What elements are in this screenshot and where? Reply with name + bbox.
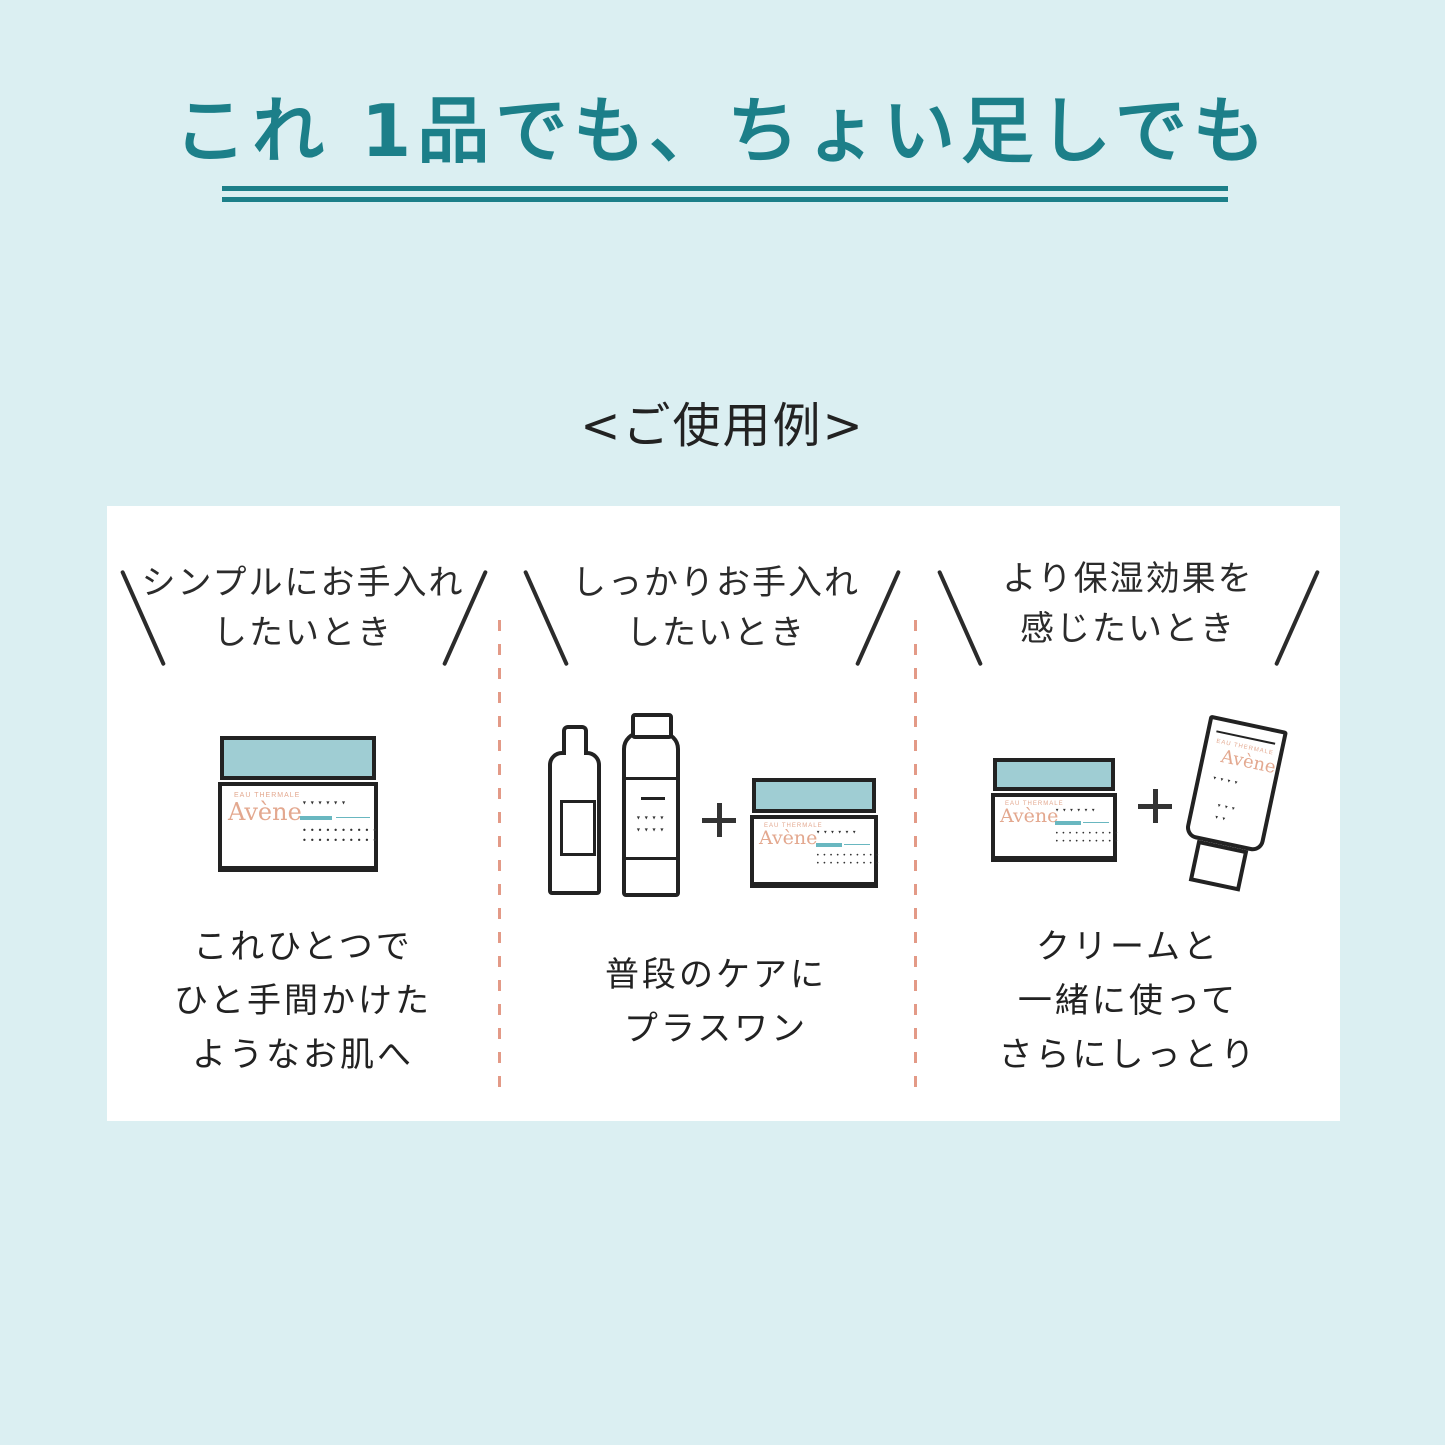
lotion-bottle-icon <box>548 725 601 895</box>
headline: これ 1品でも、ちょい足しでも <box>174 89 1271 173</box>
usage-example-thorough: しっかりお手入れ したいとき ▾▾▾▾ ▾▾▾▾ EAU T <box>500 506 901 1121</box>
brand-logo: Avène <box>1000 805 1059 828</box>
brand-logo: Avène <box>759 827 818 850</box>
usage-heading-line2: したいとき <box>213 613 393 653</box>
usage-example-moisture: より保湿効果を 感じたいとき EAU THERMALE Avène ▾▾▾▾▾▾… <box>916 506 1340 1121</box>
usage-examples-panel: シンプルにお手入れ したいとき EAU THERMALE Avène ▾▾▾▾▾… <box>107 506 1340 1121</box>
usage-heading-line1: しっかりお手入れ <box>572 563 860 603</box>
headline-underline-bottom <box>222 197 1228 202</box>
usage-heading: しっかりお手入れ したいとき <box>520 558 912 658</box>
label-dots: •••••••••• <box>302 836 381 846</box>
dashed-divider <box>914 620 917 1100</box>
usage-heading: より保湿効果を 感じたいとき <box>916 554 1340 654</box>
label-dots: •••••••••• <box>1055 838 1122 846</box>
tall-bottle-icon: ▾▾▾▾ ▾▾▾▾ <box>622 713 680 897</box>
caption-line1: これひとつで <box>193 927 413 967</box>
label-dots: •••••••••• <box>1055 830 1122 838</box>
product-illustration: ▾▾▾▾ ▾▾▾▾ EAU THERMALE Avène ▾▾▾▾▾▾ ••••… <box>500 701 892 911</box>
product-illustration: EAU THERMALE Avène ▾▾▾▾▾▾ •••••••••• •••… <box>916 701 1340 911</box>
cream-jar-icon: EAU THERMALE Avène ▾▾▾▾▾▾ •••••••••• •••… <box>991 758 1118 862</box>
usage-caption: これひとつで ひと手間かけた ようなお肌へ <box>107 920 499 1082</box>
caption-line1: クリームと <box>1036 927 1220 967</box>
usage-caption: 普段のケアに プラスワン <box>520 948 912 1056</box>
label-dots: •••••••••• <box>302 826 381 836</box>
usage-heading: シンプルにお手入れ したいとき <box>107 558 499 658</box>
label-dots: ▾▾▾▾▾▾ <box>302 798 349 808</box>
usage-heading-line1: より保湿効果を <box>1002 559 1254 599</box>
caption-line1: 普段のケアに <box>605 955 827 995</box>
usage-heading-line1: シンプルにお手入れ <box>141 563 465 603</box>
product-illustration: EAU THERMALE Avène ▾▾▾▾▾▾ •••••••••• •••… <box>107 701 499 911</box>
caption-line3: さらにしっとり <box>998 1035 1258 1075</box>
cream-jar-icon: EAU THERMALE Avène ▾▾▾▾▾▾ •••••••••• •••… <box>218 736 378 872</box>
label-dots: •••••••••• <box>816 852 883 860</box>
label-dots: ▾▾▾▾▾▾ <box>1055 806 1099 815</box>
caption-line2: プラスワン <box>623 1009 809 1049</box>
usage-example-simple: シンプルにお手入れ したいとき EAU THERMALE Avène ▾▾▾▾▾… <box>107 506 499 1121</box>
usage-heading-line2: 感じたいとき <box>1020 609 1236 649</box>
brand-top-text: EAU THERMALE <box>1005 801 1064 808</box>
caption-line3: ようなお肌へ <box>192 1035 414 1075</box>
usage-caption: クリームと 一緒に使って さらにしっとり <box>916 920 1340 1082</box>
brand-top-text: EAU THERMALE <box>764 823 823 830</box>
headline-underline-top <box>222 186 1228 191</box>
dashed-divider <box>498 620 501 1100</box>
plus-icon <box>702 803 736 837</box>
cream-jar-icon: EAU THERMALE Avène ▾▾▾▾▾▾ •••••••••• •••… <box>750 778 879 888</box>
brand-logo: Avène <box>228 798 302 827</box>
caption-line2: 一緒に使って <box>1017 981 1239 1021</box>
usage-heading-line2: したいとき <box>626 613 806 653</box>
section-subtitle: <ご使用例> <box>580 398 865 454</box>
brand-top-text: EAU THERMALE <box>234 792 301 800</box>
cream-tube-icon: EAU THERMALE Avène ▾▾▾▾ ▾▾▾ ▾▾ <box>1174 714 1289 900</box>
plus-icon <box>1138 789 1172 823</box>
caption-line2: ひと手間かけた <box>174 981 432 1021</box>
label-dots: •••••••••• <box>816 860 883 868</box>
label-dots: ▾▾▾▾▾▾ <box>816 828 860 837</box>
